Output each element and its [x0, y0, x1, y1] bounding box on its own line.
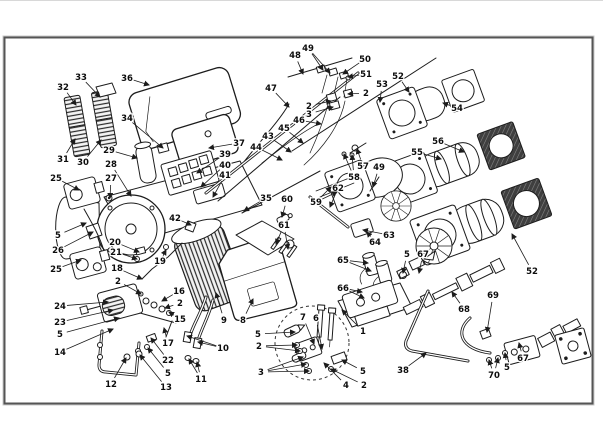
fan-impeller-2 [381, 191, 411, 221]
part-label-66: 66 [337, 284, 349, 294]
part-label-8: 8 [240, 316, 246, 326]
part-label-6: 6 [313, 314, 319, 324]
part-label-44: 44 [250, 143, 262, 153]
part-label-68: 68 [458, 305, 470, 315]
part-label-49: 49 [373, 163, 385, 173]
part-label-5: 5 [504, 363, 510, 373]
part-label-55: 55 [411, 148, 423, 158]
part-label-67: 67 [517, 354, 529, 364]
part-label-26: 26 [52, 246, 64, 256]
part-label-20: 20 [109, 238, 121, 248]
part-label-34: 34 [121, 114, 133, 124]
part-label-60: 60 [281, 195, 293, 205]
part-label-10: 10 [217, 344, 229, 354]
part-label-52: 52 [526, 267, 538, 277]
part-label-7: 7 [300, 313, 306, 323]
part-label-43: 43 [262, 132, 274, 142]
part-label-2: 2 [177, 299, 183, 309]
part-label-50: 50 [359, 55, 371, 65]
part-label-33: 33 [75, 73, 87, 83]
part-label-37: 37 [233, 139, 245, 149]
part-label-5: 5 [55, 231, 61, 241]
part-label-51: 51 [360, 70, 372, 80]
part-label-21: 21 [110, 248, 122, 258]
part-label-54: 54 [451, 104, 463, 114]
part-label-40: 40 [219, 161, 231, 171]
part-label-17: 17 [162, 339, 174, 349]
part-label-15: 15 [174, 315, 186, 325]
part-label-2: 2 [361, 381, 367, 391]
part-label-35: 35 [260, 194, 272, 204]
part-label-62: 62 [332, 184, 344, 194]
part-label-49: 49 [302, 44, 314, 54]
part-label-27: 27 [105, 174, 117, 184]
part-label-11: 11 [195, 375, 207, 385]
part-label-25: 25 [50, 174, 62, 184]
part-label-2: 2 [115, 277, 121, 287]
part-label-57: 57 [357, 162, 369, 172]
part-label-42: 42 [169, 214, 181, 224]
part-label-38: 38 [397, 366, 409, 376]
part-label-5: 5 [165, 369, 171, 379]
part-label-29: 29 [103, 146, 115, 156]
part-label-53: 53 [376, 80, 388, 90]
part-label-2: 2 [256, 342, 262, 352]
part-label-5: 5 [255, 330, 261, 340]
part-label-46: 46 [293, 116, 305, 126]
part-label-2: 2 [363, 89, 369, 99]
part-label-45: 45 [278, 124, 290, 134]
part-label-32: 32 [57, 83, 69, 93]
part-label-48: 48 [289, 51, 301, 61]
part-label-9: 9 [221, 316, 227, 326]
part-label-18: 18 [111, 264, 123, 274]
part-label-22: 22 [162, 356, 174, 366]
part-label-3: 3 [258, 368, 264, 378]
part-label-39: 39 [219, 150, 231, 160]
part-label-14: 14 [54, 348, 66, 358]
part-label-64: 64 [369, 238, 381, 248]
part-label-4: 4 [343, 381, 349, 391]
part-label-5: 5 [360, 367, 366, 377]
part-label-5: 5 [404, 250, 410, 260]
part-label-30: 30 [77, 158, 89, 168]
part-label-41: 41 [219, 171, 231, 181]
part-label-59: 59 [310, 198, 322, 208]
part-label-13: 13 [160, 383, 172, 393]
part-label-28: 28 [105, 160, 117, 170]
part-label-16: 16 [173, 287, 185, 297]
part-label-3: 3 [306, 110, 312, 120]
part-label-12: 12 [105, 380, 117, 390]
part-label-52: 52 [392, 72, 404, 82]
part-label-56: 56 [432, 137, 444, 147]
part-label-24: 24 [54, 302, 66, 312]
part-label-5: 5 [57, 330, 63, 340]
part-label-61: 61 [278, 221, 290, 231]
part-label-58: 58 [348, 173, 360, 183]
part-label-47: 47 [265, 84, 277, 94]
part-label-70: 70 [488, 371, 500, 381]
part-label-31: 31 [57, 155, 69, 165]
part-label-1: 1 [360, 327, 366, 337]
part-label-25: 25 [50, 265, 62, 275]
part-label-69: 69 [487, 291, 499, 301]
part-label-67: 67 [417, 250, 429, 260]
part-label-23: 23 [54, 318, 66, 328]
part-label-65: 65 [337, 256, 349, 266]
part-label-19: 19 [154, 257, 166, 267]
part-label-63: 63 [383, 231, 395, 241]
part-label-36: 36 [121, 74, 133, 84]
